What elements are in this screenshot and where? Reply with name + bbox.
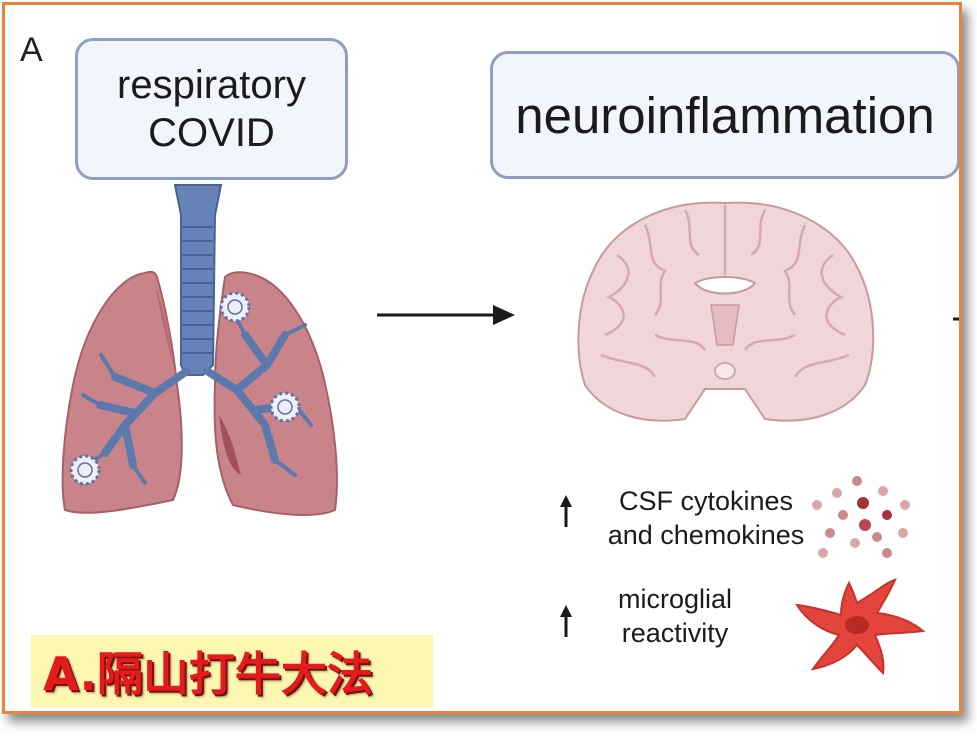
microglial-label-line2: reactivity xyxy=(621,618,729,648)
csf-label-line2: and chemokines xyxy=(607,520,805,550)
microglia-cell-icon xyxy=(795,578,926,676)
panel-label: A xyxy=(20,31,43,69)
up-arrow-icon xyxy=(560,495,572,527)
right-arrow-icon xyxy=(377,305,515,325)
respiratory-box-line2: COVID xyxy=(148,111,275,155)
respiratory-box-line1: respiratory xyxy=(117,63,306,107)
brain-icon xyxy=(577,201,875,422)
neuroinflammation-box: neuroinflammation xyxy=(490,51,959,179)
microglial-label-line1: microglial xyxy=(617,584,733,614)
virus-icon xyxy=(219,291,251,323)
virus-icon xyxy=(69,454,101,486)
illustration-layer xyxy=(61,184,959,676)
csf-cytokines-label: CSF cytokines and chemokines xyxy=(590,484,822,552)
microglial-reactivity-label: microglial reactivity xyxy=(595,582,755,650)
figure-frame: A respiratory COVID neuroinflammation xyxy=(2,2,962,714)
respiratory-covid-box: respiratory COVID xyxy=(75,38,348,180)
neuroinflammation-title: neuroinflammation xyxy=(515,86,935,144)
banner-caption: A.隔山打牛大法 xyxy=(31,635,433,707)
lungs-icon xyxy=(61,184,338,516)
up-arrow-icon xyxy=(560,605,572,637)
banner-text: A.隔山打牛大法 xyxy=(43,647,373,701)
cytokine-dots-icon xyxy=(812,476,910,558)
csf-label-line1: CSF cytokines xyxy=(618,486,794,516)
virus-icon xyxy=(269,391,301,423)
